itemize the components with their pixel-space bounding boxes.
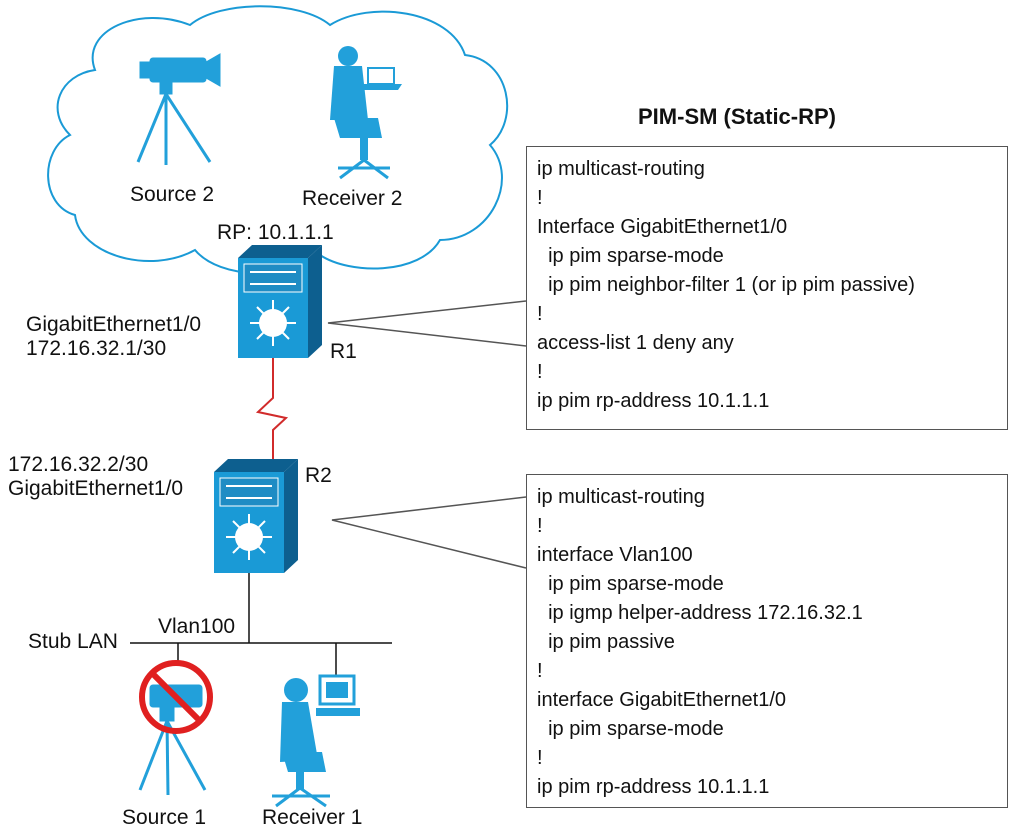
config-line: ip pim sparse-mode bbox=[537, 718, 724, 740]
config-line: interface GigabitEthernet1/0 bbox=[537, 689, 787, 711]
r2-ip-label: 172.16.32.2/30 bbox=[8, 453, 149, 476]
r1-callout-pointer bbox=[327, 300, 527, 347]
config-line: ! bbox=[537, 660, 543, 682]
receiver1-label: Receiver 1 bbox=[262, 806, 363, 829]
config-line: ! bbox=[537, 361, 543, 383]
config-line: ! bbox=[537, 515, 543, 537]
source1-camera-icon bbox=[138, 684, 207, 796]
r2-config-box: ip multicast-routing ! interface Vlan100… bbox=[526, 474, 1008, 808]
config-line: ip pim passive bbox=[537, 631, 675, 653]
source2-label: Source 2 bbox=[130, 183, 215, 206]
config-line: ip pim rp-address 10.1.1.1 bbox=[537, 390, 770, 412]
config-line: Interface GigabitEthernet1/0 bbox=[537, 216, 788, 238]
video-camera-icon bbox=[136, 53, 221, 165]
config-line: ! bbox=[537, 187, 543, 209]
r2-name-label: R2 bbox=[305, 464, 332, 487]
config-line: ! bbox=[537, 303, 543, 325]
r2-interface-label: GigabitEthernet1/0 bbox=[8, 477, 184, 500]
vlan-label: Vlan100 bbox=[158, 615, 236, 638]
source1-label: Source 1 bbox=[122, 806, 207, 829]
person-laptop-icon bbox=[330, 46, 402, 180]
diagram-title: PIM-SM (Static-RP) bbox=[638, 104, 836, 129]
config-line: ip igmp helper-address 172.16.32.1 bbox=[537, 602, 863, 624]
config-line: access-list 1 deny any bbox=[537, 332, 734, 354]
config-line: ! bbox=[537, 747, 543, 769]
config-line: ip pim neighbor-filter 1 (or ip pim pass… bbox=[537, 274, 915, 296]
person-computer-icon bbox=[272, 674, 360, 808]
router-r1-icon bbox=[238, 245, 322, 358]
rp-label: RP: 10.1.1.1 bbox=[217, 221, 334, 244]
router-r2-icon bbox=[214, 459, 298, 573]
config-line: ip pim rp-address 10.1.1.1 bbox=[537, 776, 770, 798]
config-line: ip pim sparse-mode bbox=[537, 573, 724, 595]
config-line: interface Vlan100 bbox=[537, 544, 693, 566]
prohibited-icon bbox=[139, 660, 213, 734]
r1-ip-label: 172.16.32.1/30 bbox=[26, 337, 167, 360]
r1-config-box: ip multicast-routing ! Interface Gigabit… bbox=[526, 146, 1008, 430]
r2-callout-pointer bbox=[331, 496, 527, 569]
stub-lan-label: Stub LAN bbox=[28, 630, 118, 653]
receiver2-label: Receiver 2 bbox=[302, 187, 403, 210]
config-line: ip multicast-routing bbox=[537, 158, 705, 180]
r1-interface-label: GigabitEthernet1/0 bbox=[26, 313, 202, 336]
config-line: ip pim sparse-mode bbox=[537, 245, 724, 267]
r1-name-label: R1 bbox=[330, 340, 357, 363]
config-line: ip multicast-routing bbox=[537, 486, 705, 508]
wan-link bbox=[255, 358, 289, 470]
